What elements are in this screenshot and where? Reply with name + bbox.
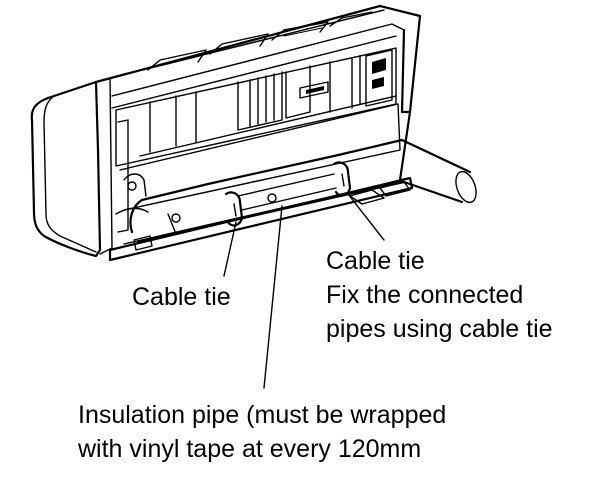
- insulation-pipe-label: Insulation pipe (must be wrapped with vi…: [78, 398, 446, 466]
- cable-tie-right-text: Cable tie: [326, 247, 425, 275]
- insulation-line-2: with vinyl tape at every 120mm: [78, 435, 422, 463]
- cable-tie-label-left: Cable tie: [132, 280, 231, 314]
- cable-tie-left-text: Cable tie: [132, 283, 231, 311]
- front-panel: [30, 77, 113, 258]
- leader-lines: [223, 193, 385, 389]
- fix-pipes-line-1: Fix the connected: [326, 281, 524, 309]
- cable-ties: [224, 161, 352, 227]
- top-vents: [147, 11, 373, 71]
- connected-pipes: [129, 138, 477, 244]
- fix-pipes-line-2: pipes using cable tie: [326, 315, 553, 343]
- insulation-line-1: Insulation pipe (must be wrapped: [78, 401, 447, 429]
- inner-frame: [115, 47, 401, 233]
- cable-tie-label-right: Cable tie Fix the connected pipes using …: [326, 244, 553, 346]
